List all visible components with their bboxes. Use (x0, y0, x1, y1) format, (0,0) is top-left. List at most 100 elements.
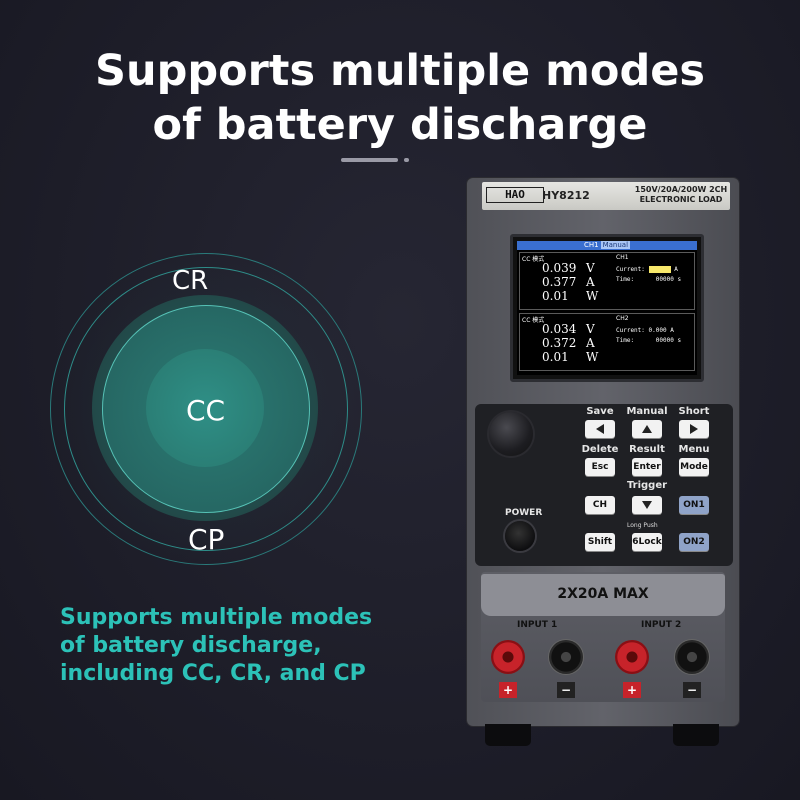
input-1-label: INPUT 1 (517, 620, 558, 630)
ch2-current-setting: Current: 0.000 A (616, 327, 674, 334)
ch2-time-label: Time: (616, 337, 635, 344)
up-arrow-button[interactable] (632, 420, 662, 438)
enter-button[interactable]: Enter (632, 458, 662, 476)
channel-2-panel: CC 模式 CH2 0.034 V 0.372 A 0.01 W Current: 0… (519, 313, 695, 371)
carousel-indicator-dot[interactable] (404, 158, 409, 162)
ch1-mode: CC 模式 (522, 256, 545, 263)
ch1-power-value: 0.01 (542, 289, 569, 303)
arrow-right-icon (690, 424, 698, 434)
result-label: Result (629, 444, 665, 455)
arrow-up-icon (642, 425, 652, 433)
ch1-current-setting: Current: A (616, 266, 678, 273)
ch1-voltage-unit: V (586, 261, 595, 275)
rotary-encoder-knob[interactable] (489, 412, 533, 456)
model-number: HY8212 (542, 189, 590, 202)
carousel-indicator-active[interactable] (341, 158, 398, 162)
mode-label-cr: CR (172, 266, 209, 296)
down-arrow-button[interactable] (632, 496, 662, 514)
mode-button[interactable]: Mode (679, 458, 709, 476)
short-label: Short (678, 406, 710, 417)
ch2-time-unit: s (677, 337, 682, 344)
brand-logo: HAO (486, 187, 544, 203)
rotary-knob-area (485, 406, 533, 456)
electronic-load-device: HAO HY8212 150V/20A/200W 2CH ELECTRONIC … (467, 178, 739, 746)
ch1-current: 0.377 A (542, 275, 595, 289)
ch1-current-setting-label: Current: (616, 266, 645, 273)
ch1-voltage: 0.039 V (542, 261, 595, 275)
ch1-current-setting-value (648, 266, 671, 273)
screen-header-channel: CH1 (583, 241, 599, 249)
ch1-time-label: Time: (616, 276, 635, 283)
device-spec: 150V/20A/200W 2CH ELECTRONIC LOAD (632, 185, 730, 205)
screen-header-mode: Manual (600, 241, 631, 249)
on2-button[interactable]: ON2 (679, 533, 709, 551)
ch2-time-setting: Time: 00000 s (616, 337, 681, 344)
ch1-name: CH1 (616, 254, 629, 261)
ch2-mode: CC 模式 (522, 317, 545, 324)
ch1-current-unit: A (586, 275, 595, 289)
headline: Supports multiple modes of battery disch… (0, 44, 800, 152)
shift-button[interactable]: Shift (585, 533, 615, 551)
max-rating-badge (481, 574, 725, 616)
mode-ring-cc (146, 349, 264, 467)
left-arrow-button[interactable] (585, 420, 615, 438)
ch2-current: 0.372 A (542, 336, 595, 350)
ch2-current-value: 0.372 (542, 336, 577, 350)
input-1-negative-terminal[interactable] (549, 640, 583, 674)
headline-line-1: Supports multiple modes (95, 46, 705, 96)
ch2-voltage-unit: V (586, 322, 595, 336)
on1-button[interactable]: ON1 (679, 496, 709, 514)
device-nameplate: HAO HY8212 150V/20A/200W 2CH ELECTRONIC … (482, 182, 730, 210)
ch1-current-value: 0.377 (542, 275, 577, 289)
caption-line-1: Supports multiple modes (60, 605, 373, 630)
ch2-voltage: 0.034 V (542, 322, 595, 336)
input-2-positive-terminal[interactable] (615, 640, 649, 674)
right-arrow-button[interactable] (679, 420, 709, 438)
device-foot-right (673, 724, 719, 746)
ch2-name: CH2 (616, 315, 629, 322)
save-label: Save (586, 406, 614, 417)
spec-line-1: 150V/20A/200W 2CH (634, 185, 728, 194)
lock-button[interactable]: 6Lock (632, 533, 662, 551)
caption-line-3: including CC, CR, and CP (60, 661, 366, 686)
input-1-positive-terminal[interactable] (491, 640, 525, 674)
ch2-current-setting-unit: A (670, 327, 674, 334)
ch1-time-value: 00000 (655, 276, 674, 283)
input-2-label: INPUT 2 (641, 620, 682, 630)
ch-button[interactable]: CH (585, 496, 615, 514)
trigger-label: Trigger (626, 480, 668, 491)
ch2-power-unit: W (586, 350, 599, 364)
mode-label-cc: CC (186, 394, 226, 427)
ch2-current-unit: A (586, 336, 595, 350)
input-terminal-panel: 2X20A MAX INPUT 1 INPUT 2 + − + − (481, 572, 725, 702)
esc-button[interactable]: Esc (585, 458, 615, 476)
ch2-current-setting-label: Current: (616, 327, 645, 334)
ch2-power: 0.01 W (542, 350, 598, 364)
input-2-negative-terminal[interactable] (675, 640, 709, 674)
delete-label: Delete (581, 444, 619, 455)
manual-label: Manual (626, 406, 668, 417)
ch1-power: 0.01 W (542, 289, 598, 303)
ch2-current-setting-value: 0.000 (648, 327, 667, 334)
channel-1-panel: CC 模式 CH1 0.039 V 0.377 A 0.01 W Current: A… (519, 252, 695, 310)
input-2-minus-sign: − (683, 682, 701, 698)
long-push-hint: Long Push (627, 522, 658, 529)
ch2-voltage-value: 0.034 (542, 322, 577, 336)
mode-ring-cr-inner (64, 267, 348, 551)
ch1-power-unit: W (586, 289, 599, 303)
caption-line-2: of battery discharge, (60, 633, 322, 658)
ch2-time-value: 00000 (655, 337, 674, 344)
caption: Supports multiple modes of battery disch… (60, 604, 420, 688)
headline-line-2: of battery discharge (152, 100, 648, 150)
ch1-voltage-value: 0.039 (542, 261, 577, 275)
arrow-left-icon (596, 424, 604, 434)
input-2-plus-sign: + (623, 682, 641, 698)
ch1-time-setting: Time: 00000 s (616, 276, 681, 283)
menu-label: Menu (678, 444, 710, 455)
power-button[interactable] (505, 521, 535, 551)
input-1-plus-sign: + (499, 682, 517, 698)
ch1-current-setting-unit: A (674, 266, 678, 273)
ch2-power-value: 0.01 (542, 350, 569, 364)
